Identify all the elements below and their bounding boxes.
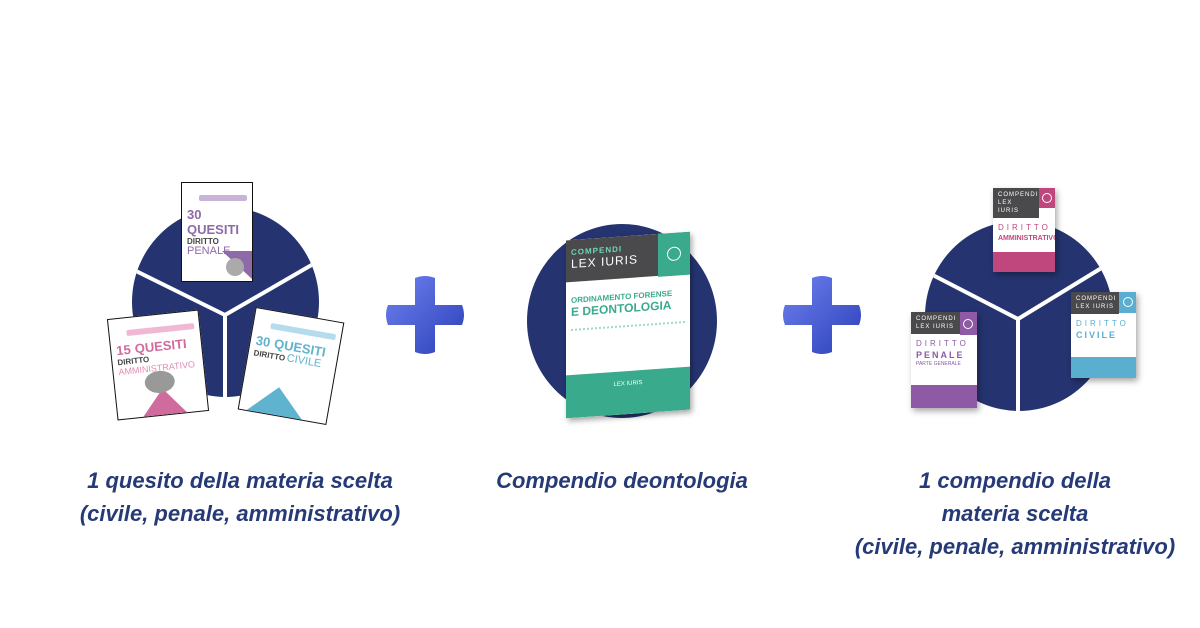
book-brand: LEX IURIS <box>1076 304 1115 310</box>
book-compendio-civile: COMPENDI LEX IURIS DIRITTO CIVILE <box>1071 292 1136 378</box>
plus-icon <box>386 276 464 354</box>
book-brand: LEX IURIS <box>998 200 1020 214</box>
book-title-2: AMMINISTRATIVO <box>998 235 1055 242</box>
book-title-2: PENALE <box>916 350 965 360</box>
book-series: COMPENDI <box>1076 296 1117 302</box>
book-number: 15 <box>115 341 132 359</box>
caption-compendio: 1 compendio della materia scelta (civile… <box>815 464 1200 563</box>
caption-line: 1 compendio della <box>919 468 1111 493</box>
book-quesiti-civile: 30 QUESITI DIRITTO CIVILE <box>237 306 345 426</box>
book-word: QUESITI <box>187 222 240 237</box>
book-publisher: LEX IURIS <box>613 380 643 389</box>
book-compendio-amministrativo: COMPENDI LEX IURIS DIRITTO AMMINISTRATIVO <box>993 188 1055 272</box>
caption-line: 1 quesito della materia scelta <box>87 468 393 493</box>
caption-line: Compendio deontologia <box>496 468 748 493</box>
book-title: DIRITTO <box>998 223 1051 232</box>
book-quesiti-penale: 30 QUESITI DIRITTO PENALE <box>181 182 253 282</box>
book-quesiti-amministrativo: 15 QUESITI DIRITTO AMMINISTRATIVO <box>106 309 210 421</box>
caption-line: (civile, penale, amministrativo) <box>854 534 1176 559</box>
book-title-2: CIVILE <box>1076 330 1118 340</box>
moon-image <box>226 258 244 276</box>
book-subtitle: PARTE GENERALE <box>916 361 961 367</box>
book-subject: PENALE <box>187 245 231 257</box>
book-series: COMPENDI <box>998 192 1039 198</box>
book-number: 30 <box>187 207 202 222</box>
book-series: COMPENDI <box>916 316 957 322</box>
circle-dividers <box>925 259 1113 411</box>
book-title: DIRITTO <box>916 339 969 348</box>
book-compendio-penale: COMPENDI LEX IURIS DIRITTO PENALE PARTE G… <box>911 312 977 408</box>
book-title: DIRITTO <box>1076 319 1129 328</box>
book-brand: LEX IURIS <box>916 324 955 330</box>
caption-deontologia: Compendio deontologia <box>472 464 772 497</box>
plus-icon <box>783 276 861 354</box>
circle-dividers <box>132 258 319 397</box>
caption-line: materia scelta <box>941 501 1089 526</box>
caption-line: (civile, penale, amministrativo) <box>79 501 401 526</box>
book-prefix: DIRITTO <box>187 237 219 246</box>
caption-quesito: 1 quesito della materia scelta (civile, … <box>40 464 440 530</box>
